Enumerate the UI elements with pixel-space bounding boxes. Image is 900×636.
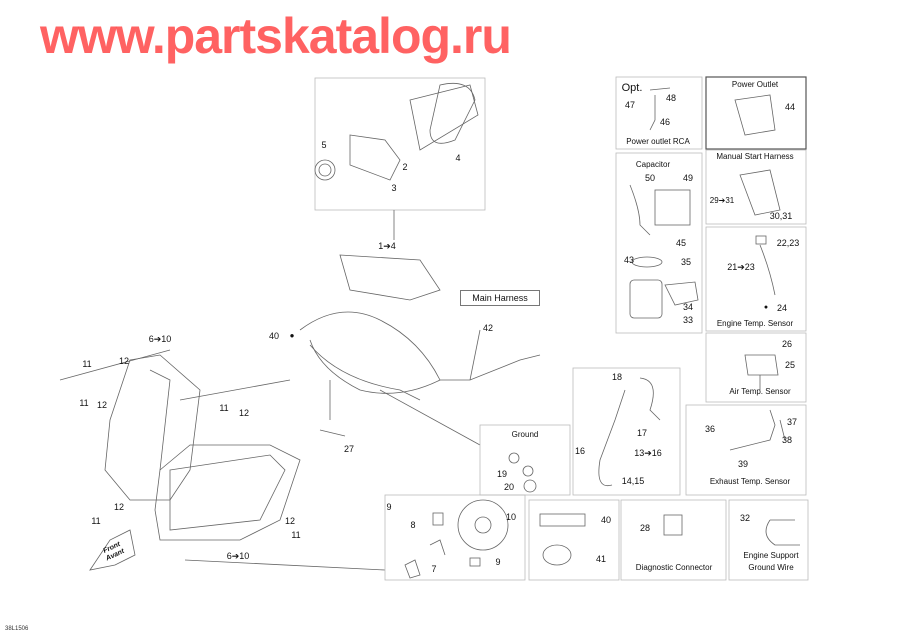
callout: 11 [291,530,301,540]
callout: 48 [665,93,677,103]
opt-caption: Power outlet RCA [626,137,690,146]
callout: 27 [343,444,355,454]
callout: 11 [82,359,92,369]
diagram-code: 38L1506 [5,626,29,632]
callout: 2 [402,162,408,172]
drop-icon: ● [289,331,295,340]
callout: 32 [739,513,751,523]
opt-title: Opt. [621,82,643,94]
callout: 38 [781,435,793,445]
callout: 22,23 [776,238,800,248]
callout: 44 [784,102,796,112]
ground-title: Ground [511,430,539,439]
callout: 42 [482,323,494,333]
callout: 24 [776,303,788,313]
callout: 18 [611,372,623,382]
callout: 33 [682,315,694,325]
callout: 8 [410,520,416,530]
callout: 5 [321,140,327,150]
callout: 12 [238,408,250,418]
callout: 14,15 [621,476,645,486]
callout: 9 [495,557,501,567]
callout: 16 [574,446,586,456]
callout: 13➔16 [634,448,662,458]
callout: 20 [503,482,515,492]
callout: 12 [284,516,296,526]
callout: 49 [682,173,694,183]
callout: 36 [704,424,716,434]
air-temp-title: Air Temp. Sensor [729,387,791,396]
callout: 50 [644,173,656,183]
callout: 25 [784,360,796,370]
callout: 6➔10 [226,551,250,561]
callout: 35 [680,257,692,267]
manual-start-title: Manual Start Harness [716,152,794,161]
callout: 37 [786,417,798,427]
main-harness-label: Main Harness [460,290,540,306]
callout: 9 [386,502,392,512]
callout: 17 [636,428,648,438]
watermark: www.partskatalog.ru [40,8,512,64]
callout: 6➔10 [148,334,172,344]
callout: 12 [96,400,108,410]
drop-icon: ● [763,304,769,311]
callout: 29➔31 [709,196,735,205]
callout: 34 [682,302,694,312]
callout: 11 [91,516,101,526]
callout: 30,31 [769,211,793,221]
engine-support-title-1: Engine Support [743,551,799,560]
callout: 12 [113,502,125,512]
power-outlet-title: Power Outlet [731,80,779,89]
engine-temp-title: Engine Temp. Sensor [716,319,794,328]
callout: 46 [659,117,671,127]
callout: 10 [505,512,517,522]
callout: 47 [624,100,636,110]
callout: 21➔23 [727,262,755,272]
callout: 40 [268,331,280,341]
callout: 12 [118,356,130,366]
engine-support-title-2: Ground Wire [748,563,794,572]
callout: 28 [639,523,651,533]
callout: 11 [79,398,89,408]
callout: 7 [431,564,437,574]
capacitor-title: Capacitor [635,160,671,169]
callout: 26 [781,339,793,349]
callout: 19 [496,469,508,479]
exhaust-temp-title: Exhaust Temp. Sensor [709,477,791,486]
callout: 4 [455,153,461,163]
callout: 3 [391,183,397,193]
callout: 41 [595,554,607,564]
callout: 11 [219,403,229,413]
callout: 40 [600,515,612,525]
callout: 1➔4 [378,241,396,251]
callout: 43 [623,255,635,265]
diagnostic-title: Diagnostic Connector [635,563,713,572]
callout: 45 [675,238,687,248]
callout: 39 [737,459,749,469]
